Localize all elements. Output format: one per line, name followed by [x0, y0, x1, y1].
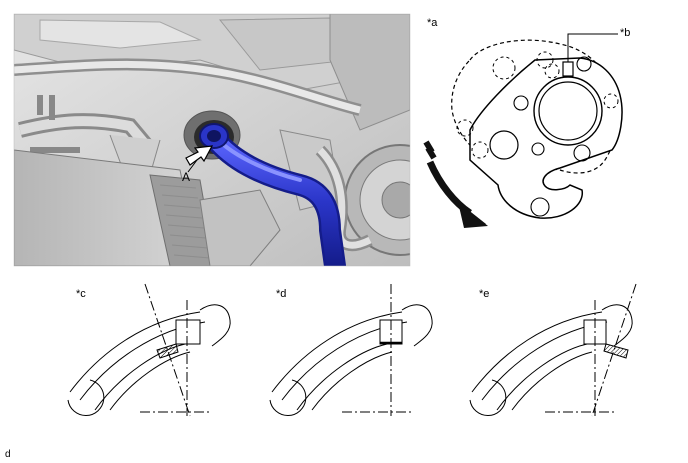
label-b: *b: [620, 27, 631, 39]
engine-bay-photo: [14, 14, 410, 266]
detail-e-drawing: [469, 283, 637, 417]
detail-c-drawing: [67, 283, 231, 417]
detail-d-drawing: [269, 284, 433, 416]
label-c: *c: [76, 288, 86, 300]
label-e: *e: [479, 288, 490, 300]
callout-a-label: A: [182, 170, 191, 184]
footer-code: d: [5, 449, 11, 460]
bracket-detail-drawing: [451, 33, 623, 219]
label-a: *a: [427, 17, 438, 29]
rotation-arrow: [423, 140, 488, 228]
label-d: *d: [276, 288, 287, 300]
